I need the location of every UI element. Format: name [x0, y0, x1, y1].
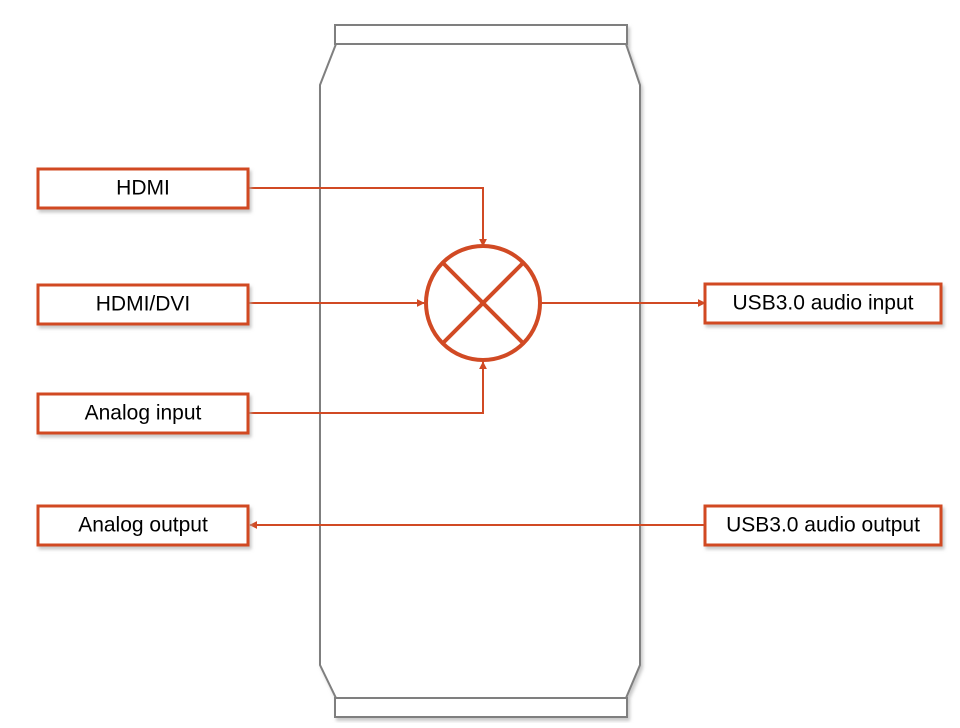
- usb-audio-input-label: USB3.0 audio input: [733, 292, 914, 315]
- device-top-cap: [334, 24, 628, 45]
- device-body: [319, 24, 641, 718]
- hdmi-box-frame: [36, 167, 250, 210]
- device-outline: [319, 43, 641, 699]
- analog-input-box-frame: [36, 392, 250, 435]
- mixer-cross-line-b: [441, 261, 525, 345]
- analog-input-label: Analog input: [85, 402, 202, 425]
- usb-audio-output-label: USB3.0 audio output: [726, 514, 920, 537]
- analog-input-connection-line: [248, 361, 487, 414]
- hdmi-dvi-box: HDMI/DVI: [36, 283, 250, 326]
- analog-output-box-frame: [36, 504, 250, 547]
- hdmi-connection-line: [248, 187, 487, 247]
- hdmi-dvi-label: HDMI/DVI: [96, 293, 191, 316]
- analog-input-box: Analog input: [36, 392, 250, 435]
- mixer-cross-circle-icon: [424, 244, 542, 362]
- connections: [248, 187, 706, 529]
- usb-audio-output-box: USB3.0 audio output: [703, 504, 943, 547]
- hdmi-dvi-box-frame: [36, 283, 250, 326]
- analog-output-box: Analog output: [36, 504, 250, 547]
- analog-output-label: Analog output: [78, 514, 208, 537]
- usb-audio-input-box-frame: [703, 282, 943, 325]
- hdmi-box: HDMI: [36, 167, 250, 210]
- usb-audio-input-box: USB3.0 audio input: [703, 282, 943, 325]
- device-bottom-cap: [334, 697, 628, 718]
- hdmi-label: HDMI: [116, 177, 170, 200]
- usb-audio-output-box-frame: [703, 504, 943, 547]
